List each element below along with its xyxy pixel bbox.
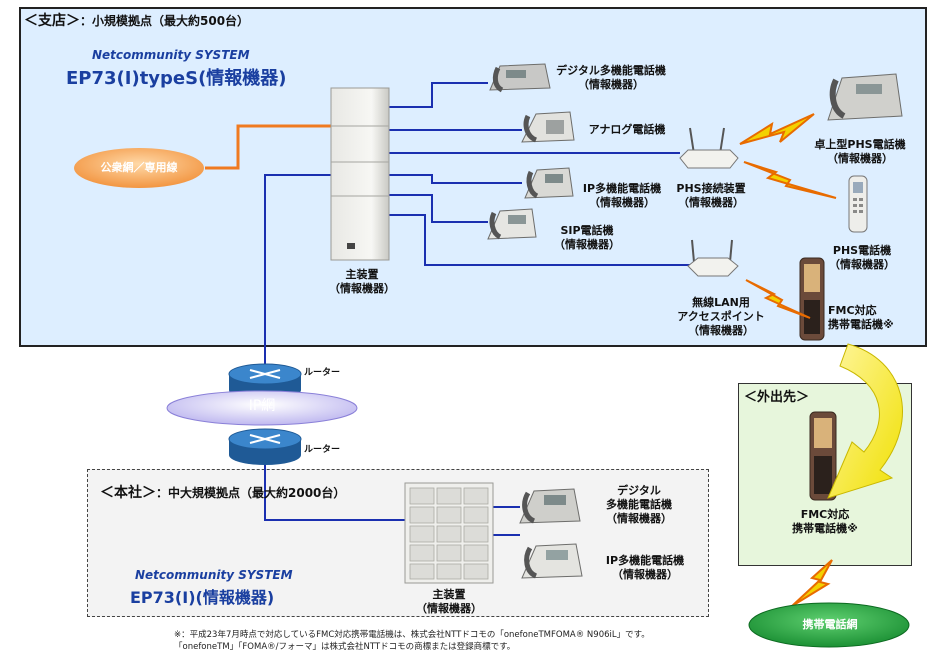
router-bottom-label: ルーター xyxy=(304,445,341,455)
headquarters-box xyxy=(87,469,709,617)
outside-fmc-label: FMC対応 携帯電話機※ xyxy=(770,508,880,536)
outside-fmc-phone-shape xyxy=(809,411,837,501)
wlan-ap-line3: （情報機器） xyxy=(688,324,754,337)
digital-phone-line2: （情報機器） xyxy=(578,78,644,91)
line-wlan xyxy=(388,214,690,266)
branch-header: ＜支店＞：小規模拠点（最大約500台） xyxy=(24,10,249,30)
branch-fmc-line1: FMC対応 xyxy=(828,304,877,317)
hq-ip-line1: IP多機能電話機 xyxy=(605,554,685,567)
wlan-ap-line1: 無線LAN用 xyxy=(692,296,750,309)
bolt-phs-handset xyxy=(743,161,837,199)
branch-product-system: Netcommunity SYSTEM xyxy=(92,48,250,62)
hq-ip-line2: （情報機器） xyxy=(612,568,678,581)
branch-main-unit-label: 主装置 （情報機器） xyxy=(312,268,412,296)
hq-digital-line2: 多機能電話機 xyxy=(606,498,672,511)
phs-base-label: PHS接続装置 （情報機器） xyxy=(666,182,756,210)
ip-phone-line1: IP多機能電話機 xyxy=(582,182,662,195)
branch-main-unit-line1: 主装置 xyxy=(345,268,379,281)
footnote: ※：平成23年7月時点で対応しているFMC対応携帯電話機は、株式会社NTTドコモ… xyxy=(174,629,650,653)
hq-product-model: EP73(Ⅰ)(情報機器) xyxy=(130,588,275,607)
analog-phone-label: アナログ電話機 xyxy=(588,123,666,136)
router-top-label: ルーター xyxy=(304,368,341,378)
footnote-line1: ※：平成23年7月時点で対応しているFMC対応携帯電話機は、株式会社NTTドコモ… xyxy=(174,630,650,640)
hq-product-system: Netcommunity SYSTEM xyxy=(135,568,293,582)
branch-ip-phone-shape xyxy=(524,167,574,199)
hq-main-unit-shape xyxy=(404,482,494,584)
hq-header-desc: ：中大規模拠点（最大約2000台） xyxy=(156,486,346,500)
bolt-wlan-fmc xyxy=(745,279,811,319)
hq-ip-phone-shape xyxy=(521,543,583,579)
wlan-ap-label: 無線LAN用 アクセスポイント （情報機器） xyxy=(666,296,776,338)
hq-header-bracket: ＜本社＞ xyxy=(100,485,156,501)
line-main-to-router xyxy=(264,174,332,372)
branch-fmc-phone-shape xyxy=(799,257,825,341)
desk-phs-phone-shape xyxy=(827,73,903,121)
wlan-ap-line2: アクセスポイント xyxy=(677,310,765,323)
public-network-label: 公衆網／専用線 xyxy=(100,161,178,174)
line-ip-phone xyxy=(388,174,522,184)
branch-header-bracket: ＜支店＞ xyxy=(24,13,80,29)
public-line xyxy=(205,124,332,170)
desk-phs-label: 卓上型PHS電話機 （情報機器） xyxy=(800,138,920,166)
sip-phone-line2: （情報機器） xyxy=(554,238,620,251)
ip-network-label: IP網 xyxy=(248,398,276,414)
hq-main-unit-line1: 主装置 xyxy=(432,588,466,601)
branch-main-unit-line2: （情報機器） xyxy=(329,282,395,295)
hq-main-unit-line2: （情報機器） xyxy=(416,602,482,615)
mobile-network-label: 携帯電話網 xyxy=(802,618,858,631)
line-digital-phone xyxy=(388,82,488,108)
branch-fmc-line2: 携帯電話機※ xyxy=(828,318,894,331)
branch-header-desc: ：小規模拠点（最大約500台） xyxy=(80,14,250,28)
hq-digital-phone-label: デジタル 多機能電話機 （情報機器） xyxy=(584,484,694,526)
bolt-mobile xyxy=(791,559,833,607)
branch-product-model: EP73(Ⅰ)typeS(情報機器) xyxy=(66,68,287,89)
desk-phs-line1: 卓上型PHS電話機 xyxy=(814,138,906,151)
ip-network-ellipse xyxy=(166,390,358,426)
outside-header: ＜外出先＞ xyxy=(744,390,810,405)
branch-analog-phone-shape xyxy=(521,111,575,143)
branch-digital-phone-shape xyxy=(489,63,551,93)
phs-handset-shape xyxy=(848,175,868,233)
branch-fmc-label: FMC対応 携帯電話機※ xyxy=(828,304,918,332)
phs-phone-line1: PHS電話機 xyxy=(832,244,892,257)
hq-ip-phone-label: IP多機能電話機 （情報機器） xyxy=(590,554,700,582)
hq-header: ＜本社＞：中大規模拠点（最大約2000台） xyxy=(100,482,345,502)
line-sip-phone xyxy=(388,194,488,223)
line-router-to-hq xyxy=(264,458,405,521)
desk-phs-line2: （情報機器） xyxy=(827,152,893,165)
ip-phone-line2: （情報機器） xyxy=(589,196,655,209)
router-bottom-shape xyxy=(228,428,302,465)
phs-base-station-shape xyxy=(679,127,739,169)
hq-digital-phone-shape xyxy=(519,488,581,524)
bolt-phs-desk xyxy=(739,113,815,145)
hq-digital-line3: （情報機器） xyxy=(606,512,672,525)
public-network-ellipse xyxy=(74,148,204,188)
digital-phone-line1: デジタル多機能電話機 xyxy=(556,64,666,77)
digital-phone-label: デジタル多機能電話機 （情報機器） xyxy=(546,64,676,92)
branch-main-unit-shape xyxy=(330,87,390,261)
footnote-line2: 「onefoneTM」「FOMA®/フォーマ」は株式会社NTTドコモの商標または… xyxy=(174,642,516,652)
sip-phone-label: SIP電話機 （情報機器） xyxy=(542,224,632,252)
outside-fmc-line1: FMC対応 xyxy=(800,508,850,521)
phs-base-line1: PHS接続装置 xyxy=(676,182,746,195)
outside-fmc-line2: 携帯電話機※ xyxy=(792,522,858,535)
phs-base-line2: （情報機器） xyxy=(678,196,744,209)
ip-phone-label: IP多機能電話機 （情報機器） xyxy=(572,182,672,210)
mobile-network-ellipse xyxy=(748,602,910,648)
wlan-ap-shape xyxy=(687,239,739,277)
sip-phone-line1: SIP電話機 xyxy=(560,224,614,237)
branch-sip-phone-shape xyxy=(487,208,537,240)
hq-digital-line1: デジタル xyxy=(617,484,661,497)
hq-main-unit-label: 主装置 （情報機器） xyxy=(399,588,499,616)
roaming-arrow xyxy=(827,343,903,499)
phs-phone-label: PHS電話機 （情報機器） xyxy=(812,244,912,272)
phs-phone-line2: （情報機器） xyxy=(829,258,895,271)
